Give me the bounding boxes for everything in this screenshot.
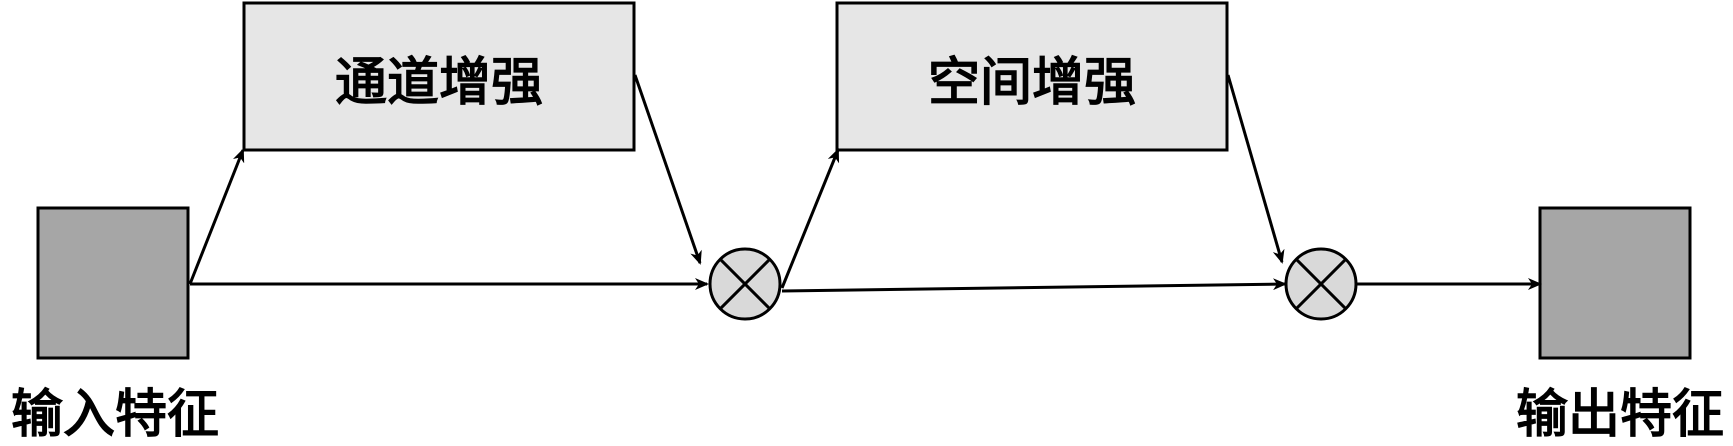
- circle-times-icon: [708, 247, 782, 321]
- channel-enhancement-label: 通道增强: [335, 52, 543, 113]
- spatial-enhancement-block: [835, 1, 1229, 152]
- input-feature-box: [36, 206, 190, 360]
- arrow-channel-to-multiply-1: [633, 74, 702, 265]
- channel-enhancement-block: [242, 1, 636, 152]
- circle-times-icon: [1284, 247, 1358, 321]
- multiply-node-1-cross-b: [719, 258, 771, 310]
- output-feature-box: [1538, 206, 1692, 360]
- arrow-multiply-1-to-spatial: [780, 148, 840, 289]
- output-feature-label: 输出特征: [1516, 384, 1724, 445]
- arrow-input-to-channel: [188, 148, 245, 285]
- spatial-enhancement-label: 空间增强: [928, 52, 1136, 113]
- multiply-node-2-cross-b: [1295, 258, 1347, 310]
- arrow-multiply-1-to-multiply-2: [781, 278, 1287, 293]
- arrow-spatial-to-multiply-2: [1226, 74, 1285, 264]
- input-feature-label: 输入特征: [11, 384, 219, 445]
